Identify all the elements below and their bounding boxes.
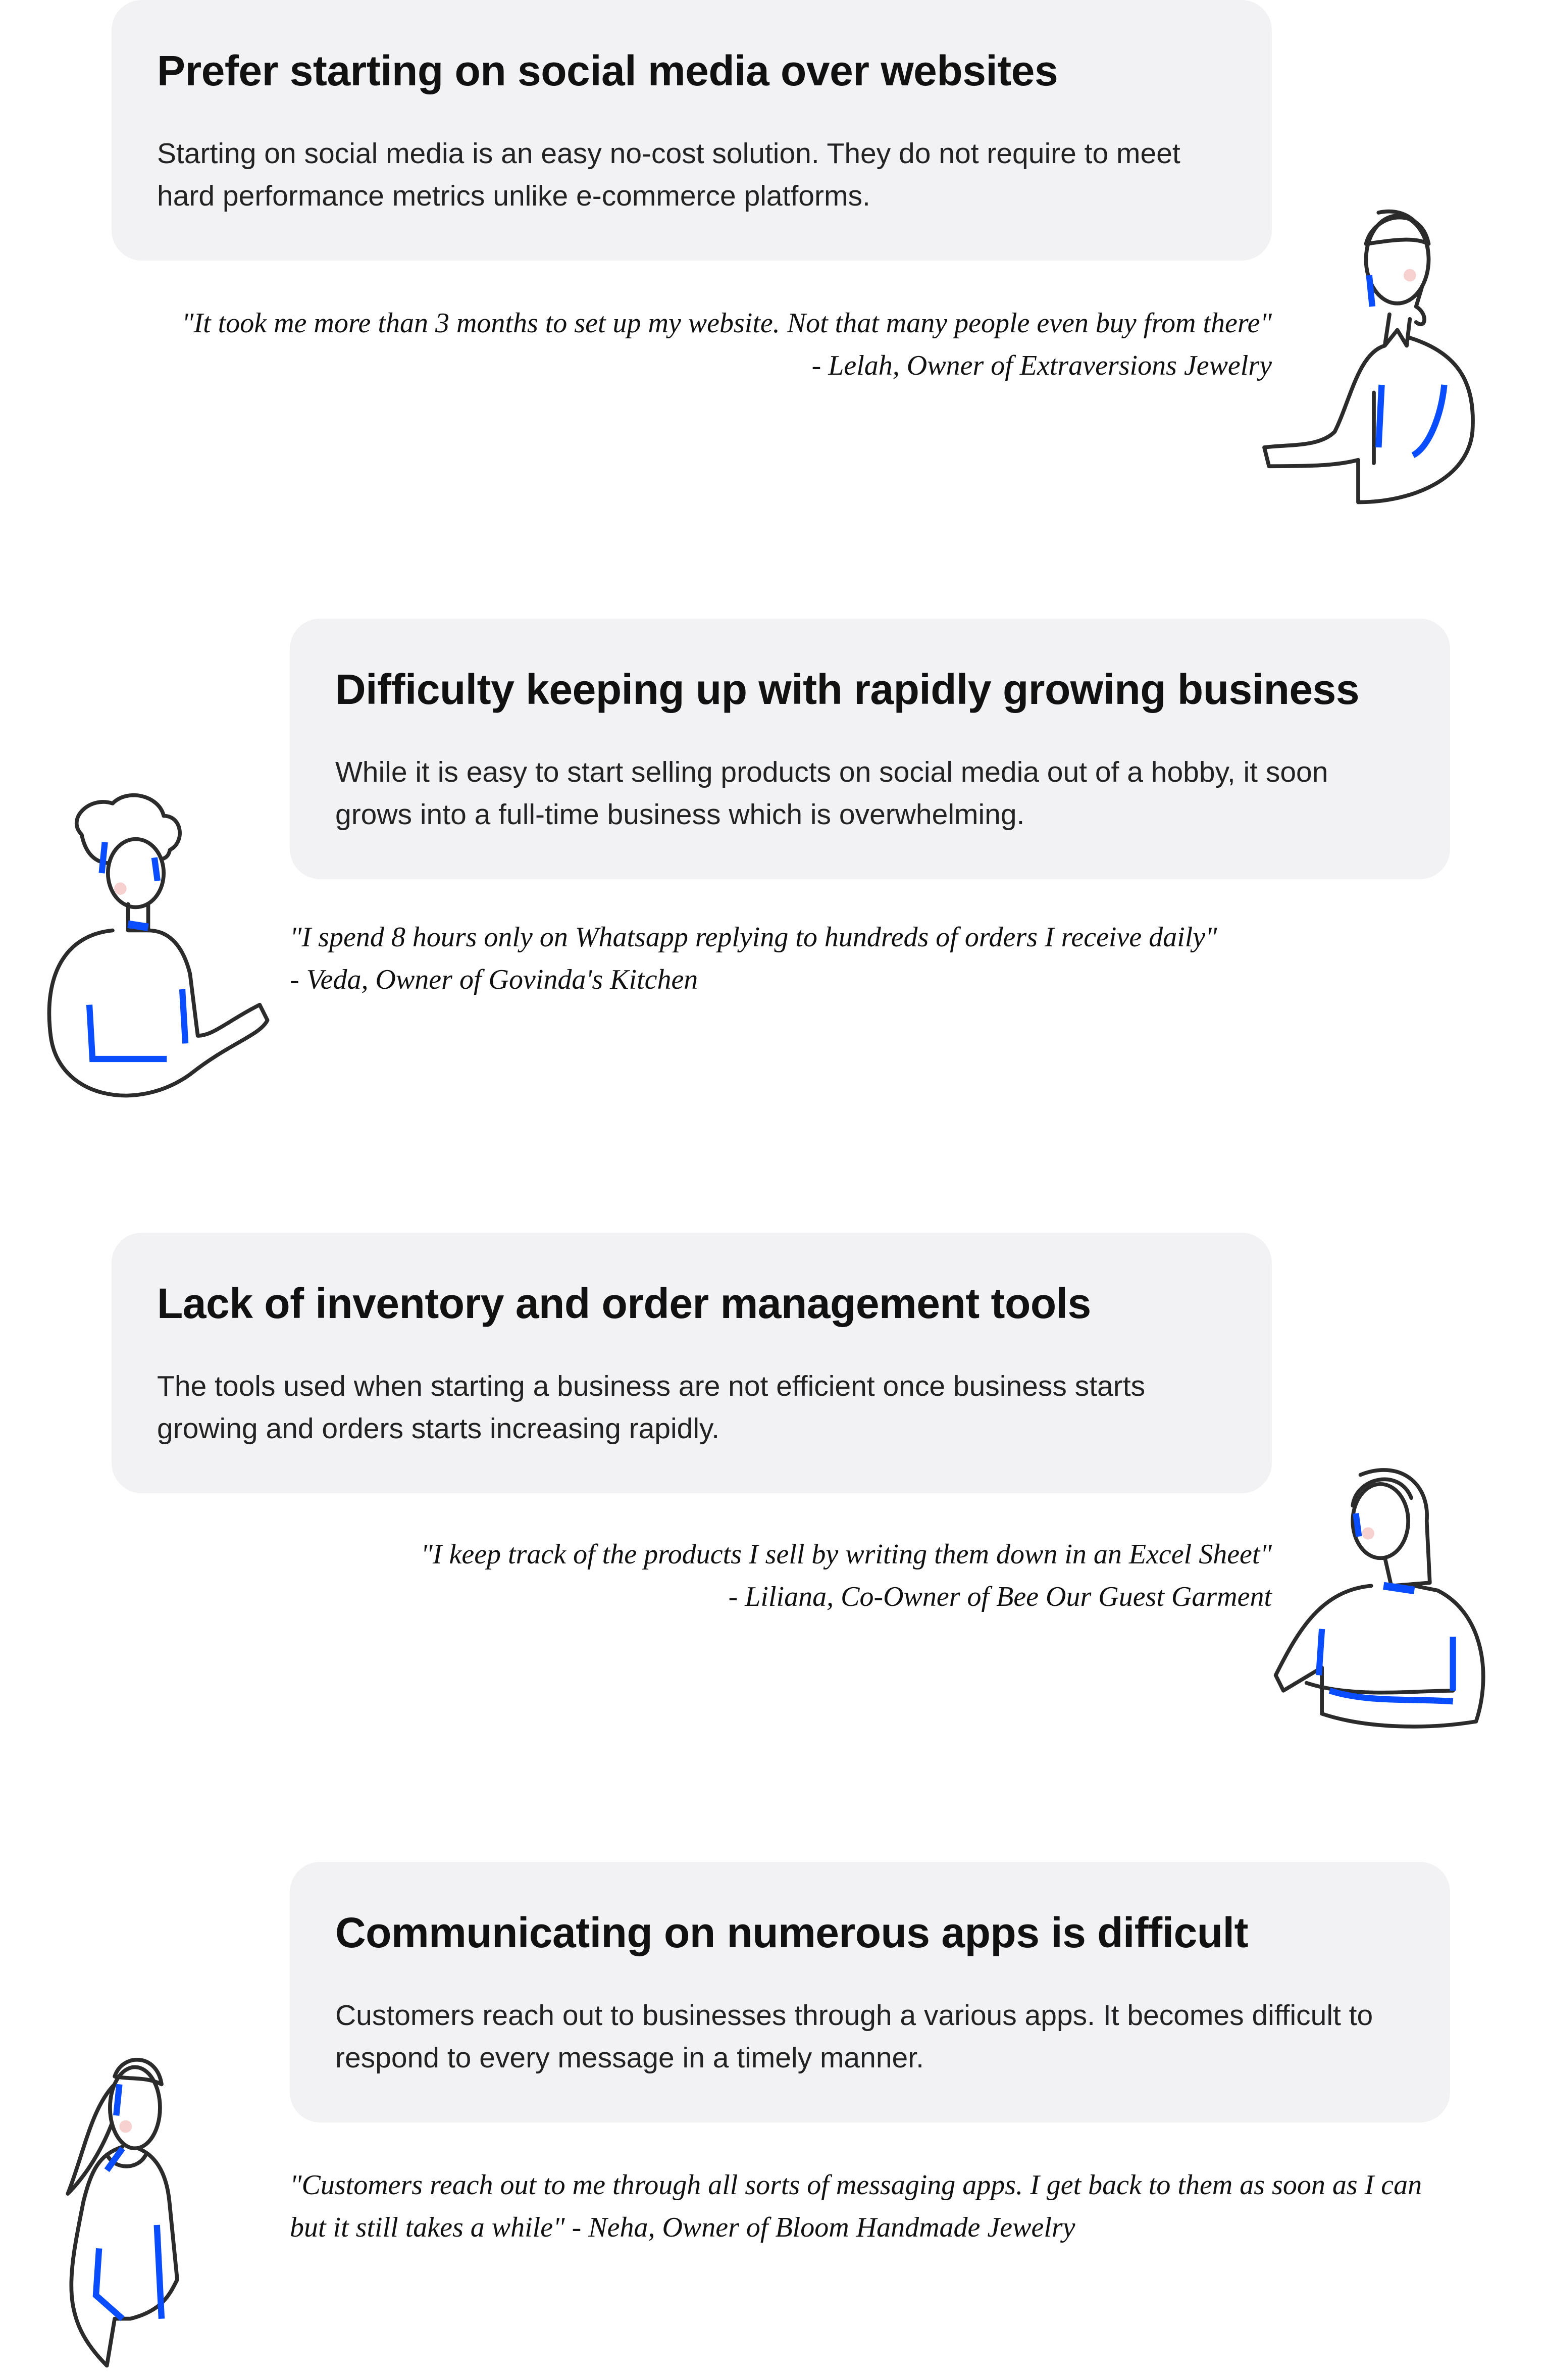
user-quote-2: "I spend 8 hours only on Whatsapp replyi… xyxy=(290,916,1217,1001)
insight-body: Starting on social media is an easy no-c… xyxy=(157,137,1180,212)
quote-text: "I keep track of the products I sell by … xyxy=(421,1539,1272,1570)
user-quote-4: "Customers reach out to me through all s… xyxy=(290,2164,1422,2249)
insight-body: Customers reach out to businesses throug… xyxy=(335,1999,1373,2074)
insight-body: While it is easy to start selling produc… xyxy=(335,756,1328,831)
insight-card-1: Prefer starting on social media over web… xyxy=(112,0,1272,261)
quote-text: "Customers reach out to me through all s… xyxy=(290,2169,1422,2201)
insight-title: Lack of inventory and order management t… xyxy=(157,1280,1091,1327)
long-hair-woman-illustration-icon xyxy=(1273,1468,1485,1729)
quote-attribution: - Veda, Owner of Govinda's Kitchen xyxy=(290,964,698,995)
woman-illustration-icon xyxy=(1262,209,1475,504)
insight-body: The tools used when starting a business … xyxy=(157,1370,1146,1445)
insight-title: Difficulty keeping up with rapidly growi… xyxy=(335,666,1360,713)
insight-card-2: Difficulty keeping up with rapidly growi… xyxy=(290,619,1450,879)
curly-hair-person-illustration-icon xyxy=(47,793,270,1098)
quote-attribution: - Lelah, Owner of Extraversions Jewelry xyxy=(811,350,1272,381)
quote-text: "I spend 8 hours only on Whatsapp replyi… xyxy=(290,922,1217,953)
ponytail-woman-illustration-icon xyxy=(66,2058,179,2368)
quote-attribution: - Liliana, Co-Owner of Bee Our Guest Gar… xyxy=(728,1581,1272,1612)
insight-title: Communicating on numerous apps is diffic… xyxy=(335,1909,1248,1956)
user-quote-1: "It took me more than 3 months to set up… xyxy=(182,302,1272,387)
quote-attribution: but it still takes a while" - Neha, Owne… xyxy=(290,2212,1075,2243)
quote-text: "It took me more than 3 months to set up… xyxy=(181,308,1272,339)
insight-card-4: Communicating on numerous apps is diffic… xyxy=(290,1862,1450,2122)
insight-title: Prefer starting on social media over web… xyxy=(157,47,1058,94)
insight-card-3: Lack of inventory and order management t… xyxy=(112,1233,1272,1493)
user-quote-3: "I keep track of the products I sell by … xyxy=(421,1533,1272,1618)
